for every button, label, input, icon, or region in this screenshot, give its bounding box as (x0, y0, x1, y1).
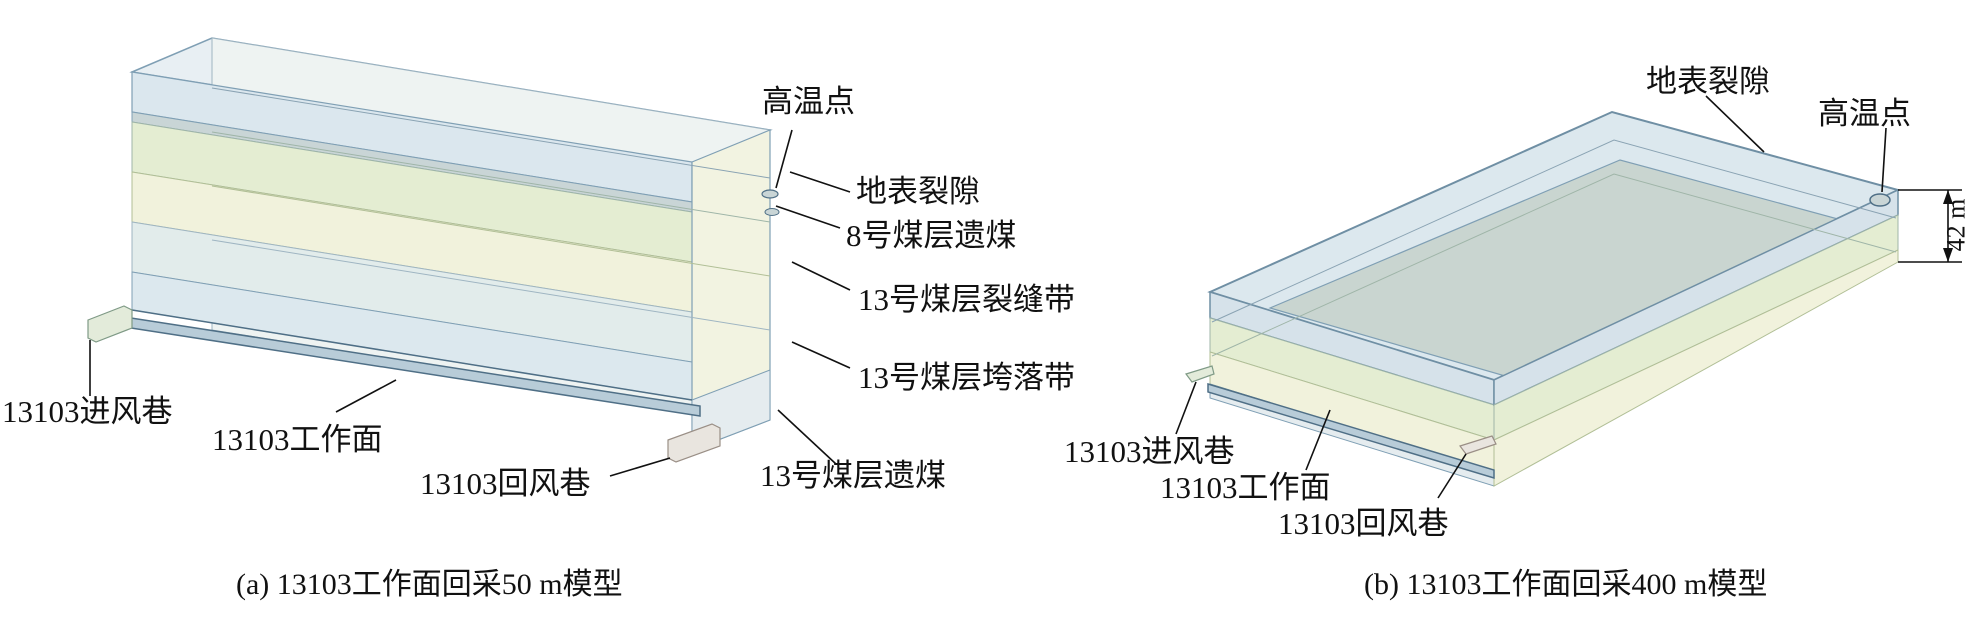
label-b-surface-crack: 地表裂隙 (1646, 64, 1770, 99)
model-a-inner-line-2 (211, 131, 771, 223)
model-b-working-face (1207, 382, 1495, 480)
leader-a-surface-crack (789, 171, 851, 193)
label-b-face: 13103工作面 (1160, 470, 1331, 505)
model-a-hot-point-2 (764, 208, 780, 216)
leader-b-face (1305, 409, 1331, 471)
label-b-height: 42 m (1941, 198, 1971, 252)
model-b-hot-point (1869, 193, 1891, 207)
model-a-inner-line-4 (211, 239, 771, 331)
label-a-seam8-residual: 8号煤层遗煤 (846, 218, 1017, 253)
label-a-surface-crack: 地表裂隙 (856, 174, 980, 209)
leader-b-surface-crack (1705, 95, 1765, 153)
caption-b: (b) 13103工作面回采400 m模型 (1364, 568, 1768, 601)
leader-b-high-temp (1881, 127, 1887, 193)
leader-a-return (609, 457, 671, 477)
leader-a-fracture (791, 261, 851, 291)
label-a-seam13-fracture: 13号煤层裂缝带 (858, 282, 1075, 317)
model-b-leaders (1175, 95, 1962, 499)
leader-a-high-temp (775, 129, 793, 189)
label-a-face: 13103工作面 (212, 422, 383, 457)
dim-b-arrow-up (1943, 190, 1953, 204)
model-b-layer-line-2 (1211, 173, 1897, 357)
dim-b-arrow-down (1943, 248, 1953, 262)
model-a-leaders (89, 129, 851, 477)
model-a-bottom-edge (131, 309, 693, 401)
model-a-intake-roadway (87, 305, 133, 343)
model-b-return-roadway (1459, 435, 1497, 455)
label-b-intake: 13103进风巷 (1064, 434, 1235, 469)
leader-a-face (335, 379, 397, 413)
caption-a: (a) 13103工作面回采50 m模型 (236, 568, 623, 601)
leader-b-return (1437, 453, 1467, 499)
model-a-hot-point (761, 189, 779, 199)
label-a-seam13-caving: 13号煤层垮落带 (858, 360, 1075, 395)
label-a-high-temp: 高温点 (762, 84, 855, 119)
label-b-return: 13103回风巷 (1278, 506, 1449, 541)
model-b-layer-line-1 (1211, 139, 1897, 323)
leader-a-seam8 (775, 205, 841, 229)
label-b-high-temp: 高温点 (1818, 96, 1911, 131)
label-a-return: 13103回风巷 (420, 466, 591, 501)
model-b-intake-roadway (1185, 365, 1215, 383)
leader-b-intake (1175, 381, 1197, 435)
leader-a-seam13 (777, 409, 837, 465)
model-a-inner-line-3 (211, 185, 771, 277)
model-b-block (1185, 110, 1901, 487)
leader-a-caving (791, 341, 851, 369)
label-a-intake: 13103进风巷 (2, 394, 173, 429)
model-a-inner-line-1 (211, 87, 771, 179)
label-a-seam13-residual: 13号煤层遗煤 (760, 458, 946, 493)
model-a-block (87, 37, 780, 463)
